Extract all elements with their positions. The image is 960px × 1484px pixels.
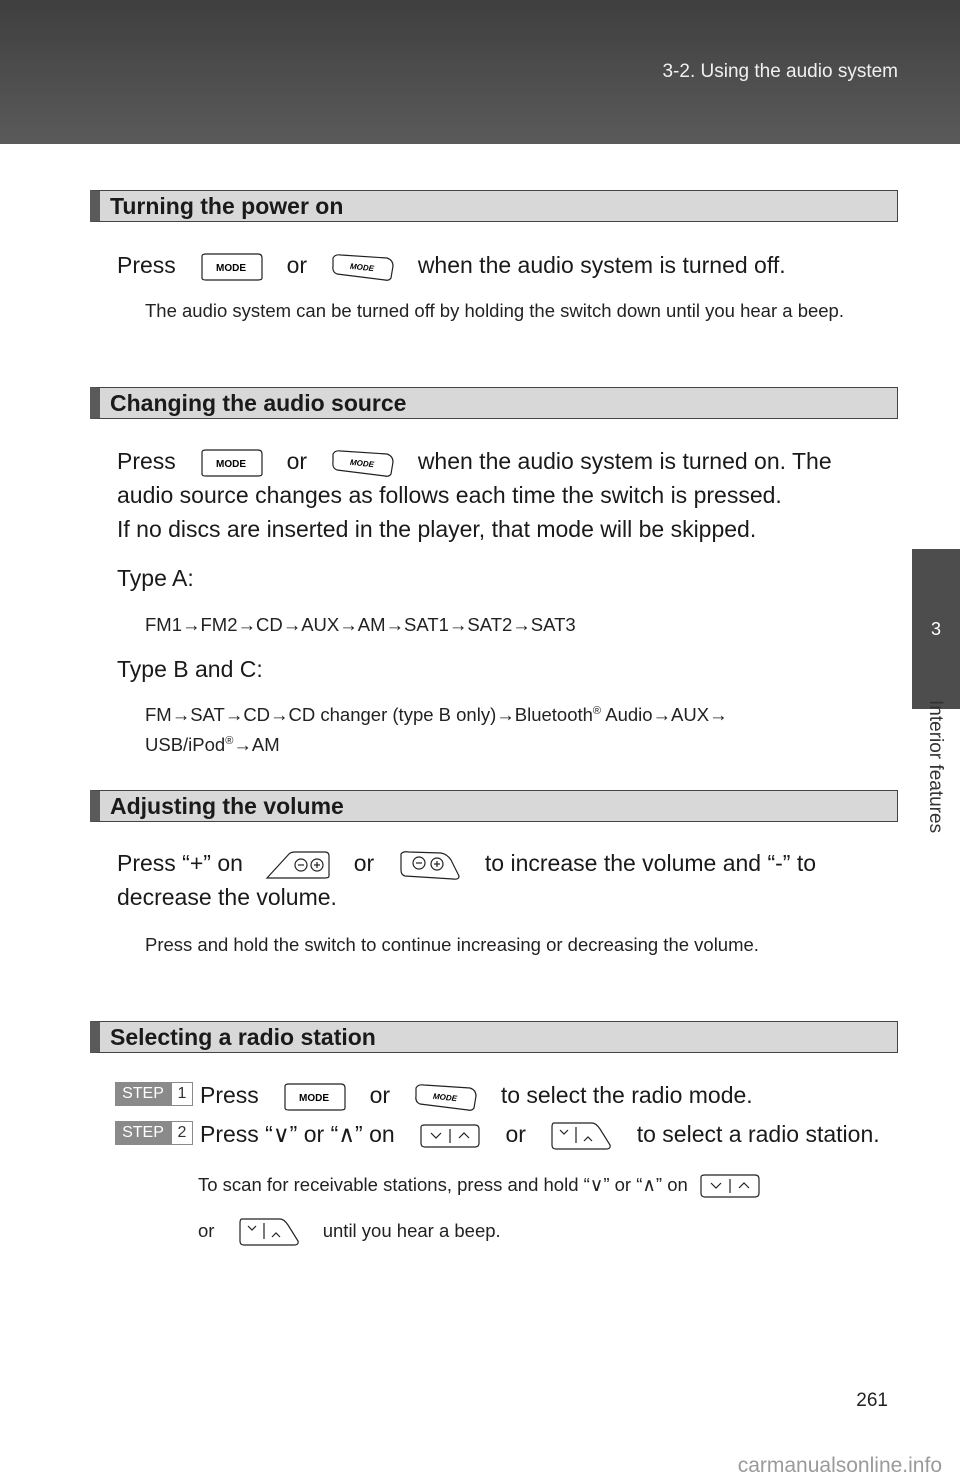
step-2-text: Press “∨” or “∧” on or to select a radio… bbox=[200, 1117, 890, 1151]
type-bc-sequence-line-1: FM→SAT→CD→CD changer (type B only)→Bluet… bbox=[145, 700, 893, 730]
seek-steering-switch-icon bbox=[548, 1121, 614, 1151]
mode-switch-label: MODE bbox=[433, 1092, 458, 1104]
heading-adjusting-volume: Adjusting the volume bbox=[90, 790, 898, 822]
mode-button-label: MODE bbox=[216, 459, 246, 470]
mode-steering-switch-icon: MODE bbox=[329, 252, 395, 282]
or-text: or bbox=[286, 448, 308, 474]
step-2-badge: STEP 2 bbox=[115, 1121, 193, 1145]
volume-instruction: Press “+” on or to increase the volume a… bbox=[117, 846, 893, 880]
step-2-text-after: to select a radio station. bbox=[636, 1121, 880, 1147]
power-instruction: Press MODE or MODE when the audio system… bbox=[117, 248, 893, 282]
page-header: 3-2. Using the audio system bbox=[0, 0, 960, 144]
or-text: or bbox=[198, 1220, 215, 1241]
seek-steering-switch-icon bbox=[236, 1217, 302, 1247]
heading-changing-audio-source: Changing the audio source bbox=[90, 387, 898, 419]
type-a-label: Type A: bbox=[117, 565, 194, 591]
step-word: STEP bbox=[122, 1085, 164, 1102]
mode-steering-switch-icon: MODE bbox=[412, 1082, 478, 1112]
step-number: 1 bbox=[171, 1082, 193, 1106]
seek-button-icon bbox=[417, 1121, 483, 1151]
source-line-3: If no discs are inserted in the player, … bbox=[117, 516, 757, 542]
page-number: 261 bbox=[856, 1390, 888, 1411]
radio-note-line-2: or until you hear a beep. bbox=[198, 1216, 898, 1247]
press-text: Press bbox=[117, 252, 176, 278]
source-text-after: when the audio system is turned on. The bbox=[417, 448, 832, 474]
radio-note-after: until you hear a beep. bbox=[322, 1220, 501, 1241]
type-bc-seq-part-3: USB/iPod bbox=[145, 734, 226, 755]
power-note: The audio system can be turned off by ho… bbox=[145, 300, 844, 321]
type-bc-sequence-line-2: USB/iPod®→AM bbox=[145, 730, 893, 760]
radio-note-before: To scan for receivable stations, press a… bbox=[198, 1174, 688, 1195]
chapter-label: Interior features bbox=[925, 700, 946, 834]
registered-mark: ® bbox=[592, 704, 602, 717]
mode-button-icon: MODE bbox=[198, 252, 264, 282]
mode-button-icon: MODE bbox=[198, 448, 264, 478]
source-instruction: Press MODE or MODE when the audio system… bbox=[117, 444, 893, 478]
source-line-2: audio source changes as follows each tim… bbox=[117, 482, 782, 508]
registered-mark: ® bbox=[225, 734, 234, 747]
volume-button-icon bbox=[265, 850, 331, 880]
type-bc-seq-part-4: →AM bbox=[233, 734, 280, 755]
type-a-sequence: FM1→FM2→CD→AUX→AM→SAT1→SAT2→SAT3 bbox=[145, 614, 576, 635]
header-section-title: 3-2. Using the audio system bbox=[662, 61, 898, 82]
or-text: or bbox=[286, 252, 308, 278]
step-2-text-before: Press “∨” or “∧” on bbox=[200, 1121, 395, 1147]
volume-note: Press and hold the switch to continue in… bbox=[145, 934, 759, 955]
chapter-tab: 3 bbox=[912, 549, 960, 709]
type-bc-seq-part-2: Audio→AUX→ bbox=[601, 704, 728, 725]
mode-button-icon: MODE bbox=[281, 1082, 347, 1112]
seek-button-icon bbox=[697, 1171, 763, 1201]
step-1-text-before: Press bbox=[200, 1082, 259, 1108]
heading-turning-power-on: Turning the power on bbox=[90, 190, 898, 222]
step-1-text-after: to select the radio mode. bbox=[500, 1082, 753, 1108]
volume-steering-switch-icon bbox=[397, 850, 463, 880]
or-text: or bbox=[505, 1121, 526, 1147]
mode-steering-switch-icon: MODE bbox=[329, 448, 395, 478]
type-bc-label: Type B and C: bbox=[117, 656, 263, 682]
step-1-text: Press MODE or MODE to select the radio m… bbox=[200, 1078, 890, 1112]
press-text: Press bbox=[117, 448, 176, 474]
watermark: carmanualsonline.info bbox=[737, 1454, 942, 1477]
volume-text-after: to increase the volume and “-” to bbox=[484, 850, 817, 876]
or-text: or bbox=[369, 1082, 391, 1108]
step-1-badge: STEP 1 bbox=[115, 1082, 193, 1106]
power-text-after: when the audio system is turned off. bbox=[417, 252, 786, 278]
chapter-number: 3 bbox=[930, 618, 941, 639]
volume-text-before: Press “+” on bbox=[117, 850, 243, 876]
mode-button-label: MODE bbox=[216, 263, 246, 274]
mode-switch-label: MODE bbox=[350, 458, 375, 470]
radio-note-line-1: To scan for receivable stations, press a… bbox=[198, 1170, 898, 1201]
type-bc-seq-part-1: FM→SAT→CD→CD changer (type B only)→Bluet… bbox=[145, 704, 593, 725]
or-text: or bbox=[353, 850, 375, 876]
mode-switch-label: MODE bbox=[350, 262, 375, 274]
volume-line-2: decrease the volume. bbox=[117, 884, 337, 910]
step-number: 2 bbox=[171, 1121, 193, 1145]
step-word: STEP bbox=[122, 1124, 164, 1141]
heading-selecting-radio-station: Selecting a radio station bbox=[90, 1021, 898, 1053]
mode-button-label: MODE bbox=[299, 1093, 329, 1104]
